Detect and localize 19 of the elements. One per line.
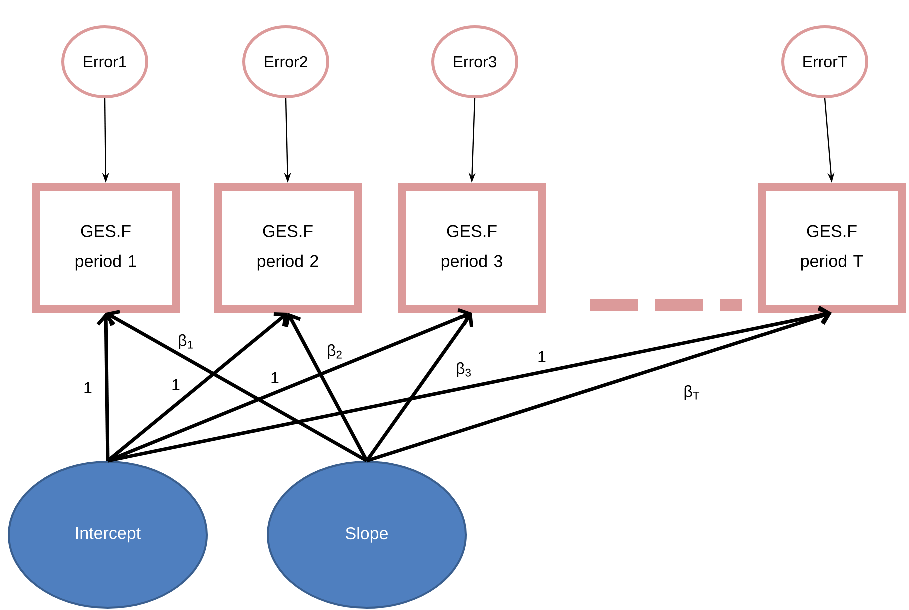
arrow xyxy=(284,313,369,462)
arrow xyxy=(106,310,368,463)
edge-label: β$_{3}$ xyxy=(457,362,471,378)
variable-box: GES.F period 1 xyxy=(32,183,180,313)
edge-label: 1 xyxy=(84,382,92,394)
arrow xyxy=(96,313,116,462)
edge-label: β$_{2}$ xyxy=(328,344,342,360)
arrow xyxy=(107,308,472,463)
edge-label: β$_{T}$ xyxy=(684,386,700,400)
edge-label: β$_{1}$ xyxy=(179,334,193,350)
edge-label: 1 xyxy=(172,380,180,390)
variable-box: GES.F period 3 xyxy=(398,183,546,313)
arrow xyxy=(366,313,474,462)
edge-label: 1 xyxy=(538,352,546,362)
arrow xyxy=(366,307,832,463)
variable-box: GES.F period 2 xyxy=(214,183,362,313)
arrow xyxy=(108,306,832,463)
edge-label: 1 xyxy=(272,372,279,384)
variable-box: GES.F period T xyxy=(758,183,906,313)
